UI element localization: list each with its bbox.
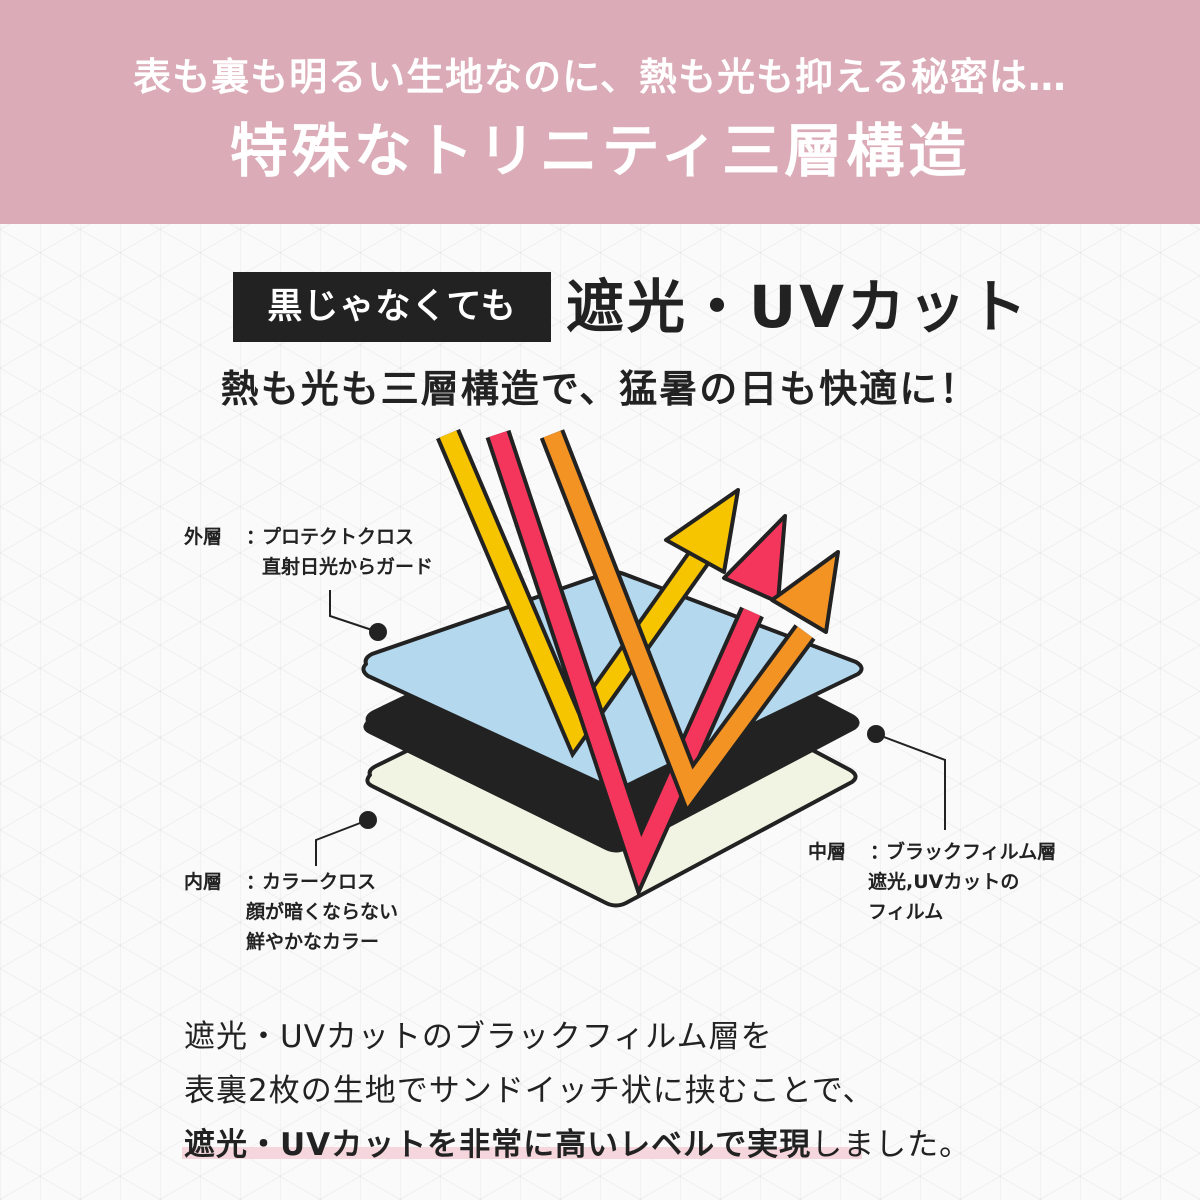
headline-black-label: 黒じゃなくても xyxy=(233,272,551,342)
body-text: 遮光・UVカットのブラックフィルム層を 表裏2枚の生地でサンドイッチ状に挟むこと… xyxy=(184,1010,971,1172)
body-line-1: 遮光・UVカットのブラックフィルム層を xyxy=(184,1019,773,1055)
body-line-3: 遮光・UVカットを非常に高いレベルで実現しました。 xyxy=(184,1118,971,1172)
subheadline: 熱も光も三層構造で、猛暑の日も快適に！ xyxy=(220,367,980,411)
middle-layer-name: 中層 xyxy=(808,841,847,863)
outer-layer-desc-1: プロテクトクロス xyxy=(262,526,415,548)
inner-layer-desc-2: 顔が暗くならない xyxy=(246,901,399,923)
middle-layer-desc-2: 遮光,UVカットの xyxy=(868,871,1020,893)
middle-layer-desc-3: フィルム xyxy=(868,901,944,923)
body-line-3-rest: しました。 xyxy=(811,1127,972,1163)
red-light-arrow xyxy=(485,429,787,898)
body-line-3-emphasis: 遮光・UVカットを非常に高いレベルで実現 xyxy=(184,1127,812,1163)
headline-big-label: 遮光・UVカット xyxy=(566,273,1030,341)
middle-callout-leader xyxy=(867,725,946,830)
middle-layer-desc-1: ブラックフィルム層 xyxy=(886,841,1057,863)
header-banner: 表も裏も明るい生地なのに、熱も光も抑える秘密は… 特殊なトリニティ三層構造 xyxy=(0,0,1200,224)
yellow-light-arrow xyxy=(436,428,740,759)
middle-layer-callout: 中層 ： ブラックフィルム層 遮光,UVカットの フィルム xyxy=(808,837,1056,927)
inner-layer-desc-1: カラークロス xyxy=(262,871,377,893)
emphasis-underline xyxy=(182,1147,862,1159)
header-lead: 表も裏も明るい生地なのに、熱も光も抑える秘密は… xyxy=(133,55,1067,99)
outer-callout-leader xyxy=(329,590,387,641)
header-title: 特殊なトリニティ三層構造 xyxy=(229,117,971,185)
outer-layer-name: 外層 xyxy=(184,526,223,548)
outer-layer-desc-2: 直射日光からガード xyxy=(262,556,434,578)
inner-layer-callout: 内層 ： カラークロス 顔が暗くならない 鮮やかなカラー xyxy=(184,867,398,957)
outer-layer-callout: 外層 ： プロテクトクロス 直射日光からガード xyxy=(184,522,433,582)
inner-layer-name: 内層 xyxy=(184,871,223,893)
inner-callout-leader xyxy=(315,811,377,866)
inner-layer-desc-3: 鮮やかなカラー xyxy=(246,931,380,953)
body-line-2: 表裏2枚の生地でサンドイッチ状に挟むことで、 xyxy=(184,1073,875,1109)
orange-light-arrow xyxy=(539,429,840,815)
